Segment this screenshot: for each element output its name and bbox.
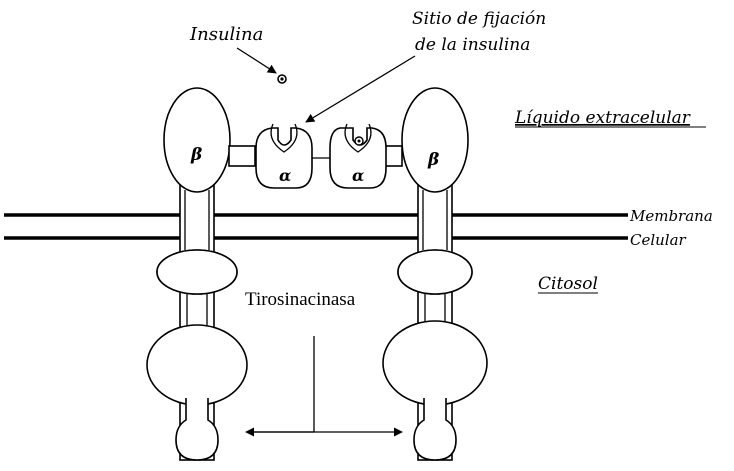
binding-site-label-line2: de la insulina	[415, 35, 530, 55]
membrane-label-line2: Celular	[630, 231, 687, 249]
membrane-label-line1: Membrana	[629, 207, 713, 225]
extracellular-label: Líquido extracelular	[514, 108, 691, 128]
insulin-label: Insulina	[189, 24, 263, 45]
free-insulin-molecule	[278, 75, 286, 83]
left-alpha-subunit: α	[256, 124, 312, 188]
kinase-label: Tirosinacinasa	[245, 289, 356, 310]
left-alpha-label: α	[279, 166, 291, 185]
binding-site-label-line1: Sitio de fijación	[412, 9, 546, 29]
right-beta-label: β	[427, 150, 439, 170]
left-beta-label: β	[190, 145, 202, 165]
left-beta-subunit: β	[147, 88, 247, 460]
right-beta-subunit: β	[383, 88, 487, 460]
cytosol-label: Citosol	[538, 274, 598, 294]
cell-membrane	[4, 215, 628, 238]
right-alpha-label: α	[352, 166, 364, 185]
right-alpha-subunit: α	[330, 124, 386, 188]
